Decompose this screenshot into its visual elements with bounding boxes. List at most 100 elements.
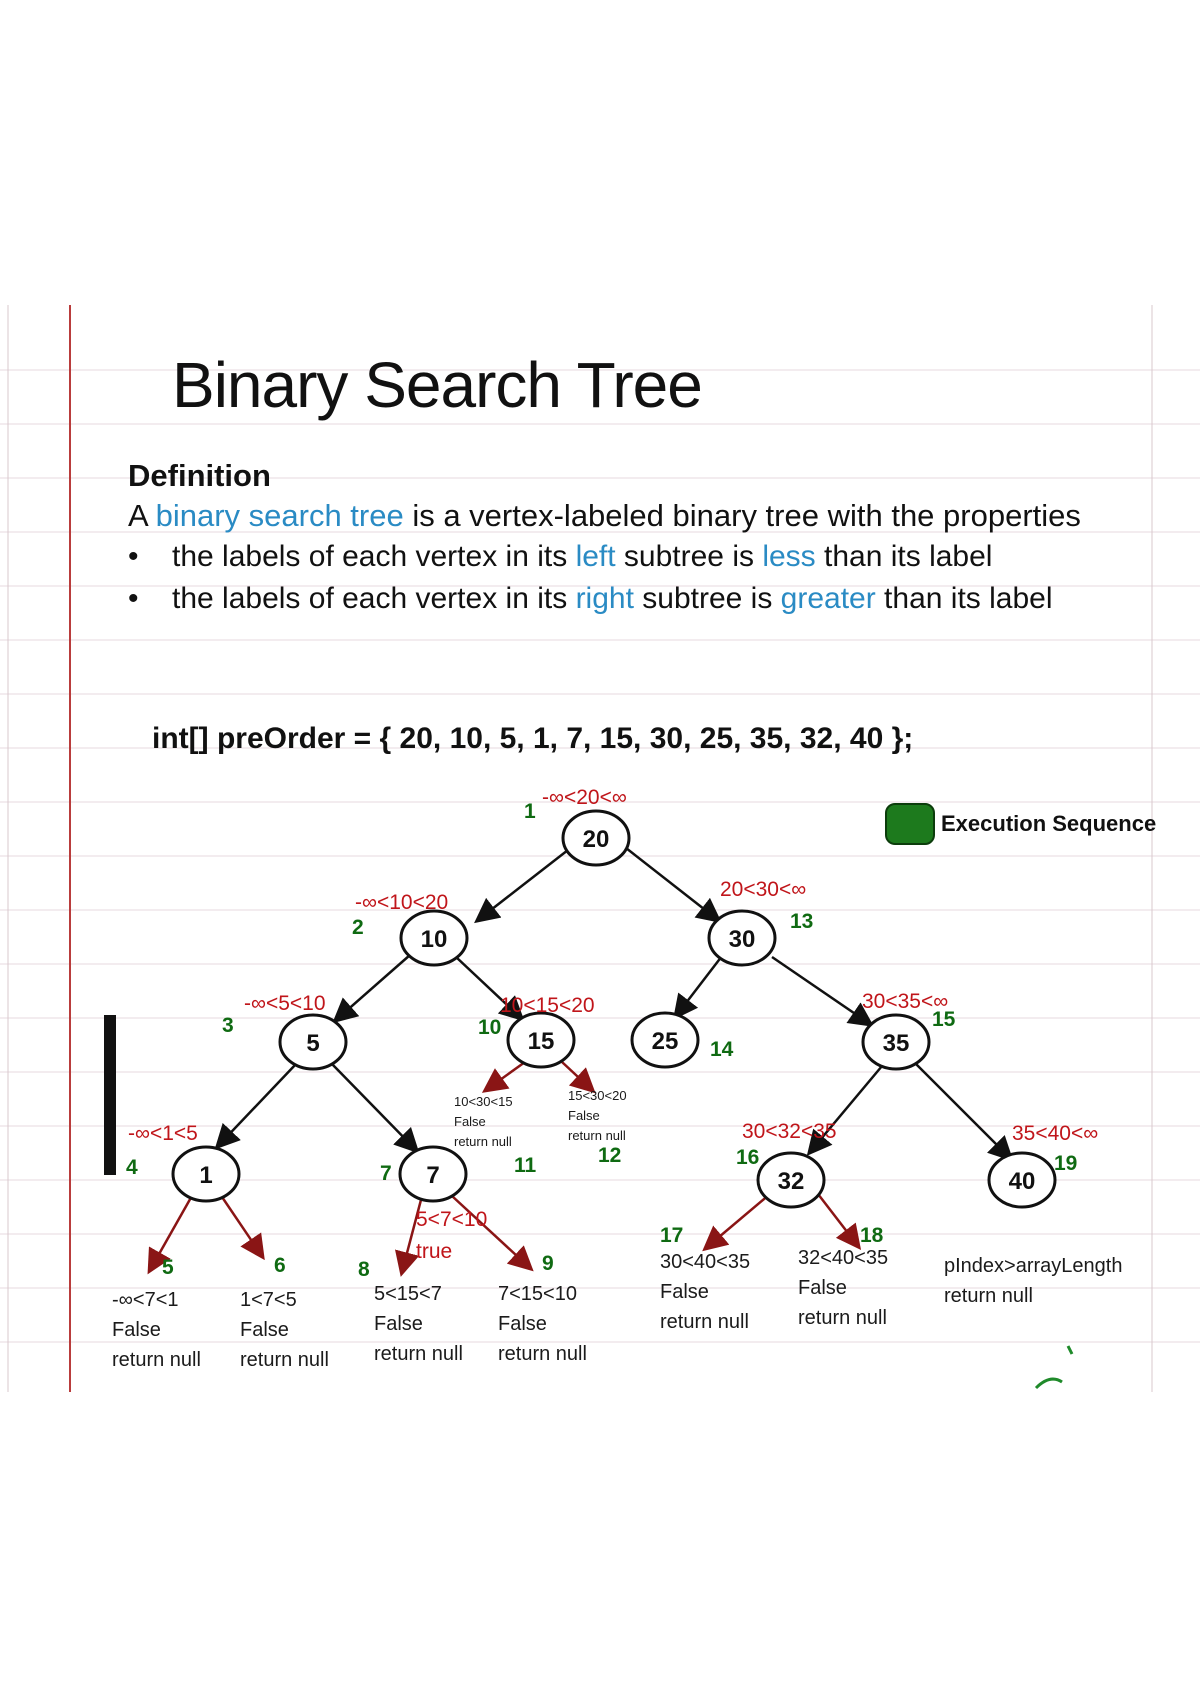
keyword: less — [762, 540, 816, 573]
keyword: left — [575, 540, 616, 573]
property-text: the labels of each vertex in its — [172, 540, 576, 573]
cond-35: 30<35<∞ — [862, 990, 948, 1013]
leaf-check-6: 1<7<5 False return null — [240, 1289, 329, 1371]
edge-10-15 — [455, 956, 525, 1022]
leaf-result: False — [240, 1319, 289, 1341]
node-label: 10 — [421, 926, 448, 953]
node-32: 32 — [756, 1151, 826, 1209]
cond-7-true: true — [416, 1240, 452, 1263]
node-20: 20 — [561, 809, 631, 867]
end-cond: pIndex>arrayLength — [944, 1255, 1122, 1277]
cond-32: 30<32<35 — [742, 1120, 837, 1143]
cond-20: -∞<20<∞ — [542, 786, 627, 809]
property-text: subtree is — [633, 582, 781, 615]
leaf-check-11: 10<30<15 False return null — [454, 1094, 513, 1149]
leaf-cond: 1<7<5 — [240, 1289, 297, 1311]
leaf-check-17: 30<40<35 False return null — [660, 1251, 750, 1333]
edge-7-right-null — [451, 1195, 534, 1272]
preorder-code: int[] preOrder = { 20, 10, 5, 1, 7, 15, … — [152, 722, 914, 755]
node-1: 1 — [171, 1145, 241, 1203]
leaf-check-12: 15<30<20 False return null — [568, 1088, 627, 1143]
definition-term: binary search tree — [155, 498, 404, 533]
seq-10: 10 — [478, 1016, 501, 1039]
node-conditions: -∞<20<∞ -∞<10<20 20<30<∞ -∞<5<10 10<15<2… — [128, 786, 1098, 1263]
leaf-action: return null — [112, 1349, 201, 1371]
property-text: than its label — [875, 582, 1053, 615]
leaf-action: return null — [374, 1343, 463, 1365]
end-of-array-check: pIndex>arrayLength return null — [944, 1255, 1122, 1307]
leaf-action: return null — [660, 1311, 749, 1333]
cond-7: 5<7<10 — [416, 1208, 487, 1231]
property-text: subtree is — [615, 540, 763, 573]
leaf-cond: 7<15<10 — [498, 1283, 577, 1305]
cond-5: -∞<5<10 — [244, 992, 326, 1015]
property-left: • the labels of each vertex in its left s… — [128, 540, 992, 574]
edge-30-35 — [771, 955, 875, 1027]
node-40: 40 — [987, 1151, 1057, 1209]
keyword: greater — [780, 582, 876, 615]
node-label: 32 — [778, 1168, 805, 1195]
leaf-action: return null — [798, 1307, 887, 1329]
bullet-dot: • — [128, 540, 139, 573]
leaf-check-8: 5<15<7 False return null — [374, 1283, 463, 1365]
tree-edges — [214, 847, 1014, 1162]
leaf-checks: -∞<7<1 False return null 1<7<5 False ret… — [112, 1088, 1122, 1371]
leaf-check-5: -∞<7<1 False return null — [112, 1289, 201, 1371]
seq-8: 8 — [358, 1258, 370, 1281]
leaf-action: return null — [454, 1134, 512, 1149]
leaf-result: False — [798, 1277, 847, 1299]
cond-40: 35<40<∞ — [1012, 1122, 1098, 1145]
leaf-cond: -∞<7<1 — [112, 1289, 179, 1311]
leaf-result: False — [498, 1313, 547, 1335]
edge-15-left-null — [481, 1060, 526, 1093]
edge-1-left-null — [147, 1193, 195, 1275]
leaf-action: return null — [498, 1343, 587, 1365]
node-label: 25 — [652, 1028, 679, 1055]
node-25: 25 — [630, 1011, 700, 1069]
node-label: 35 — [883, 1030, 910, 1057]
leaf-action: return null — [568, 1128, 626, 1143]
edge-15-right-null — [561, 1061, 596, 1094]
node-label: 40 — [1009, 1168, 1036, 1195]
edge-35-40 — [915, 1063, 1014, 1162]
edge-1-right-null — [218, 1193, 265, 1261]
node-7: 7 — [398, 1145, 468, 1203]
leaf-cond: 32<40<35 — [798, 1247, 888, 1269]
edge-7-left-null — [395, 1195, 424, 1277]
legend: Execution Sequence — [885, 803, 1156, 845]
node-15: 15 — [506, 1011, 576, 1069]
cond-1: -∞<1<5 — [128, 1122, 198, 1145]
legend-label: Execution Sequence — [941, 811, 1157, 836]
edge-5-1 — [214, 1063, 297, 1150]
seq-14: 14 — [710, 1038, 734, 1061]
leaf-result: False — [454, 1114, 486, 1129]
leaf-action: return null — [240, 1349, 329, 1371]
property-text: than its label — [815, 540, 993, 573]
leaf-result: False — [660, 1281, 709, 1303]
leaf-result: False — [568, 1108, 600, 1123]
edge-30-25 — [672, 955, 723, 1020]
seq-3: 3 — [222, 1014, 234, 1037]
leaf-result: False — [112, 1319, 161, 1341]
null-check-edges — [147, 1060, 862, 1277]
node-label: 7 — [426, 1162, 439, 1189]
definition-sentence: A binary search tree is a vertex-labeled… — [128, 498, 1081, 534]
node-5: 5 — [278, 1013, 348, 1071]
node-10: 10 — [399, 909, 469, 967]
seq-6: 6 — [274, 1254, 286, 1277]
cond-30: 20<30<∞ — [720, 878, 806, 901]
seq-5: 5 — [162, 1256, 174, 1279]
seq-9: 9 — [542, 1252, 554, 1275]
edge-5-7 — [331, 1063, 420, 1154]
node-30: 30 — [707, 909, 777, 967]
seq-12: 12 — [598, 1144, 621, 1167]
leaf-cond: 10<30<15 — [454, 1094, 513, 1109]
node-label: 5 — [306, 1030, 319, 1057]
edge-32-left-null — [702, 1193, 771, 1252]
property-text: the labels of each vertex in its — [172, 582, 576, 615]
seq-2: 2 — [352, 916, 364, 939]
seq-4: 4 — [126, 1156, 138, 1179]
